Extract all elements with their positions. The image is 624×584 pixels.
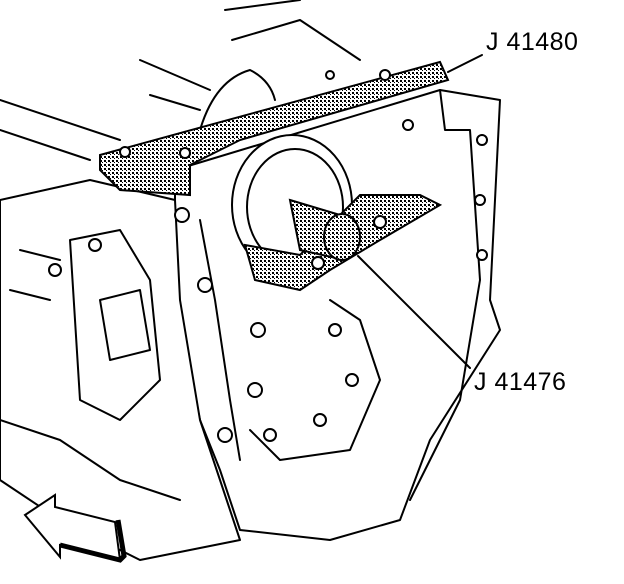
j41476-holding-tool — [243, 194, 443, 292]
tool-label-j41476: J 41476 — [474, 368, 567, 396]
leader-lines — [357, 54, 483, 369]
j41480-bracket-tool — [99, 60, 450, 197]
tool-label-j41480: J 41480 — [486, 28, 579, 56]
front-direction-arrow-icon — [23, 493, 127, 563]
bolts — [48, 119, 488, 443]
